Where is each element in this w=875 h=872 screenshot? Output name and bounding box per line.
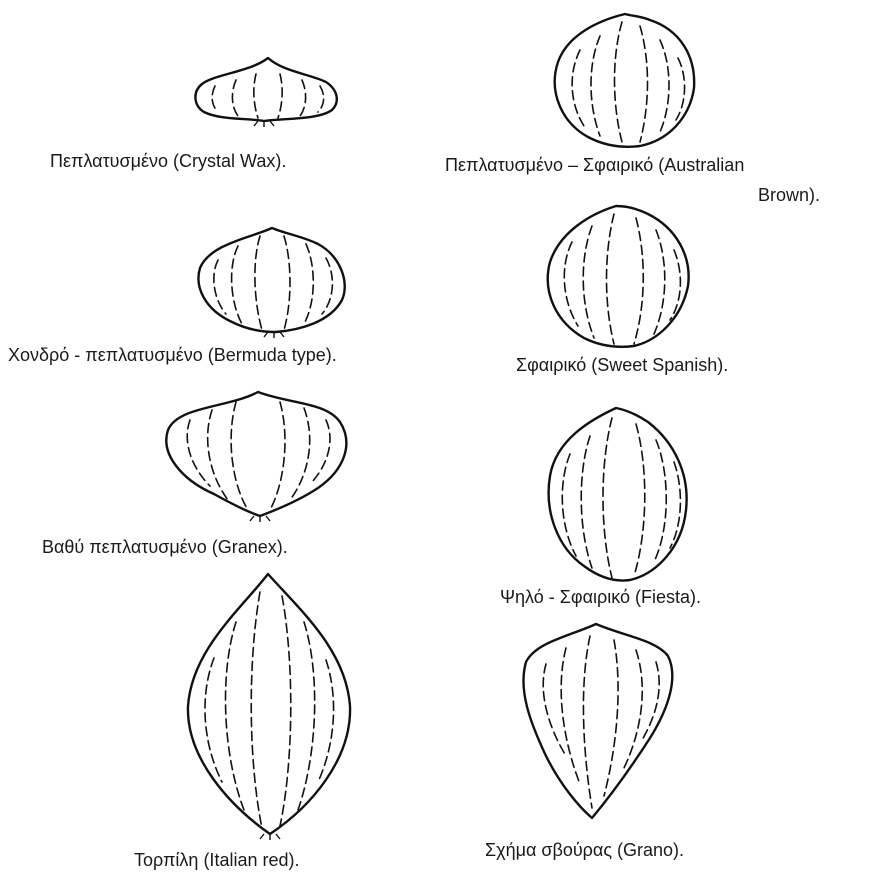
label-granex: Βαθύ πεπλατυσμένο (Granex). [42,536,288,558]
flat-onion-icon [195,58,336,127]
label-italian-red: Τορπίλη (Italian red). [134,849,299,871]
deep-flat-onion-icon [166,392,346,522]
label-grano: Σχήμα σβούρας (Grano). [485,839,684,861]
thick-flat-onion-icon [198,228,344,338]
globe-onion-icon [548,206,689,347]
label-australian-brown-line1: Πεπλατυσμένο – Σφαιρικό (Australian [445,154,744,176]
label-crystal-wax: Πεπλατυσμένο (Crystal Wax). [50,150,286,172]
label-sweet-spanish: Σφαιρικό (Sweet Spanish). [516,354,728,376]
label-bermuda: Χονδρό - πεπλατυσμένο (Bermuda type). [8,344,337,366]
high-globe-onion-icon [549,408,687,580]
label-australian-brown-line2: Brown). [758,184,820,206]
torpedo-onion-icon [188,574,350,840]
label-fiesta: Ψηλό - Σφαιρικό (Fiesta). [500,586,701,608]
top-shape-onion-icon [523,624,672,818]
flat-globe-onion-icon [555,14,694,147]
